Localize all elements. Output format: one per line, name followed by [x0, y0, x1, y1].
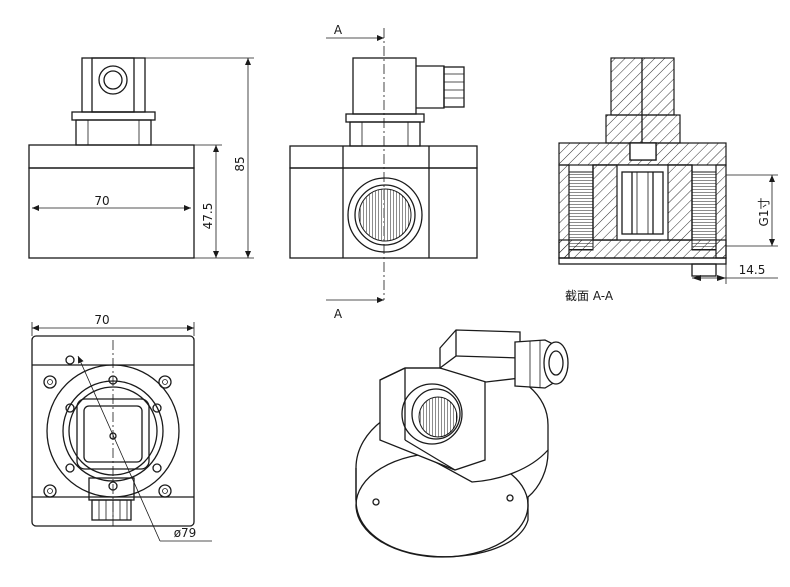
dim-label-70-front: 70 — [94, 194, 109, 208]
section-marker-top: A — [334, 23, 343, 37]
section-marker-bottom: A — [334, 307, 343, 321]
dimension-g1-thread: G1寸 — [726, 174, 778, 247]
dim-label-g1: G1寸 — [757, 198, 771, 227]
dim-label-79: ø79 — [174, 526, 197, 540]
dimension-70-bottom: 70 — [31, 313, 195, 336]
dimension-47-5: 47.5 — [194, 144, 254, 259]
isometric-view — [355, 329, 569, 558]
bottom-view — [31, 335, 195, 527]
side-view — [289, 57, 478, 259]
dim-label-14-5: 14.5 — [739, 263, 766, 277]
dimension-14-5: 14.5 — [692, 258, 778, 284]
section-view — [558, 57, 727, 277]
dim-label-47-5: 47.5 — [201, 203, 215, 230]
section-line: A A — [326, 23, 385, 321]
dim-label-85: 85 — [233, 156, 247, 171]
front-view — [28, 57, 195, 259]
dimension-85: 85 — [145, 57, 254, 258]
section-caption: 截面 A-A — [565, 289, 614, 303]
dimension-diameter-79: ø79 — [77, 355, 212, 542]
dim-label-70-bottom: 70 — [94, 313, 109, 327]
dimension-70-front: 70 — [32, 194, 191, 211]
